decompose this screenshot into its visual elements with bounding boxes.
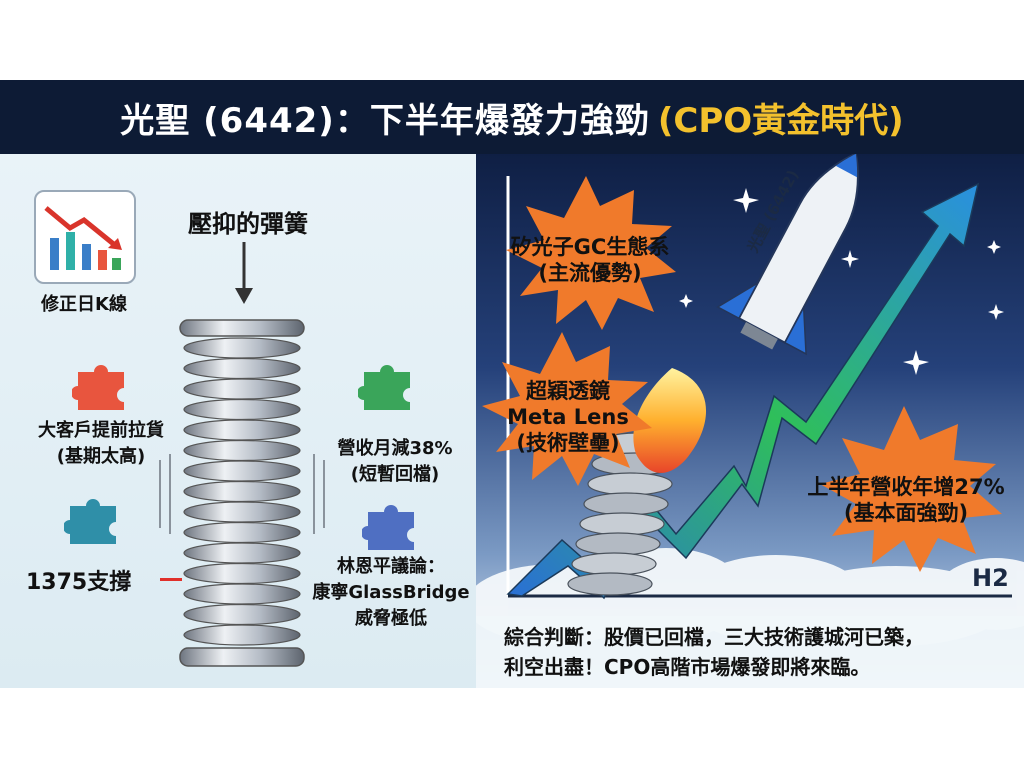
summary-line-2: 利空出盡！CPO高階市場爆發即將來臨。 — [504, 655, 871, 679]
support-label: 1375支撐 — [26, 570, 132, 595]
spring-coil — [183, 562, 301, 585]
burst-silicon-photonics — [506, 176, 676, 330]
vibration-marks-right — [313, 454, 325, 534]
puzzle-icon-blue — [362, 505, 414, 550]
summary-box: 綜合判斷：股價已回檔，三大技術護城河已築， 利空出盡！CPO高階市場爆發即將來臨… — [476, 616, 1024, 688]
puzzle-label-glassbridge: 林恩平議論： 康寧GlassBridge 威脅極低 — [312, 556, 470, 629]
spring-coil — [183, 439, 301, 462]
spring-coil — [183, 357, 301, 380]
spring-coil — [183, 583, 301, 605]
spring-coil — [183, 542, 301, 564]
burst-label-silicon-photonics: 矽光子GC生態系 (主流優勢) — [510, 235, 670, 285]
puzzle-label-client: 大客戶提前拉貨 (基期太高) — [38, 420, 164, 467]
support-line — [160, 578, 182, 581]
burst-label-revenue-growth: 上半年營收年增27% (基本面強勁) — [807, 475, 1005, 525]
title-highlight: (CPO黃金時代) — [657, 100, 904, 141]
burst-meta-lens — [482, 332, 652, 486]
spring-coil — [183, 378, 301, 400]
chart-icon-label: 修正日K線 — [41, 294, 127, 315]
puzzle-icon-green — [358, 365, 410, 410]
title-bar: 光聖 (6442)：下半年爆發力強勁 (CPO黃金時代) — [0, 80, 1024, 154]
spring-coil — [183, 337, 301, 359]
puzzle-icon-teal — [64, 499, 116, 544]
rocket-icon — [716, 154, 859, 356]
h2-label: H2 — [972, 564, 1009, 592]
infographic: 光聖 (6442)：下半年爆發力強勁 (CPO黃金時代) 修正日K線 壓抑的彈簧 — [0, 80, 1024, 688]
spring-coil — [183, 624, 301, 646]
burst-revenue-growth — [820, 406, 1002, 572]
spring-coil — [183, 460, 301, 482]
spring-coil — [183, 419, 301, 441]
puzzle-icon-orange — [72, 365, 124, 410]
spring-coil — [183, 501, 301, 523]
spring-coil — [183, 603, 301, 626]
burst-label-meta-lens: 超穎透鏡 Meta Lens (技術壁壘) — [507, 379, 629, 455]
right-panel: 矽光子GC生態系 (主流優勢) 超穎透鏡 Meta Lens (技術壁壘) 上半… — [476, 154, 1024, 688]
summary-line-1: 綜合判斷：股價已回檔，三大技術護城河已築， — [504, 625, 924, 649]
spring-title: 壓抑的彈簧 — [188, 210, 308, 238]
spring-coil — [183, 480, 301, 503]
stars — [679, 188, 1004, 375]
title-main: 光聖 (6442)：下半年爆發力強勁 — [120, 100, 650, 141]
vibration-marks-left — [159, 454, 171, 534]
chart-down-icon — [34, 190, 136, 284]
arrow-down-icon — [235, 242, 253, 304]
spring-coil — [183, 521, 301, 544]
rocket-flame — [633, 368, 707, 473]
spring-coil — [183, 398, 301, 421]
left-panel: 修正日K線 壓抑的彈簧 — [0, 154, 476, 688]
puzzle-label-revenue: 營收月減38% (短暫回檔) — [337, 438, 453, 485]
compressed-spring — [179, 319, 305, 667]
